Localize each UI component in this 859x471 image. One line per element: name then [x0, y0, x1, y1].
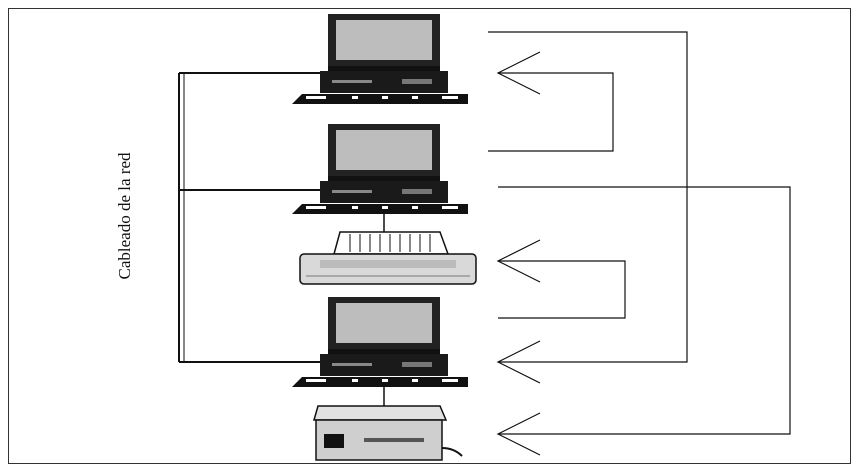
connection-pc2-to-pc1	[488, 52, 613, 151]
computer-icon	[292, 297, 468, 387]
dot-matrix-printer-icon	[300, 232, 476, 284]
computer-icon	[292, 14, 468, 104]
network-cabling-label: Cableado de la red	[115, 152, 134, 279]
network-bus-cable	[179, 73, 330, 362]
laser-printer-icon	[314, 406, 462, 460]
connection-pc1-to-pc3	[488, 32, 687, 383]
computer-icon	[292, 124, 468, 214]
connection-pc2-to-laser-printer	[498, 187, 790, 455]
connection-pc3-to-dot-matrix-printer	[498, 240, 625, 318]
